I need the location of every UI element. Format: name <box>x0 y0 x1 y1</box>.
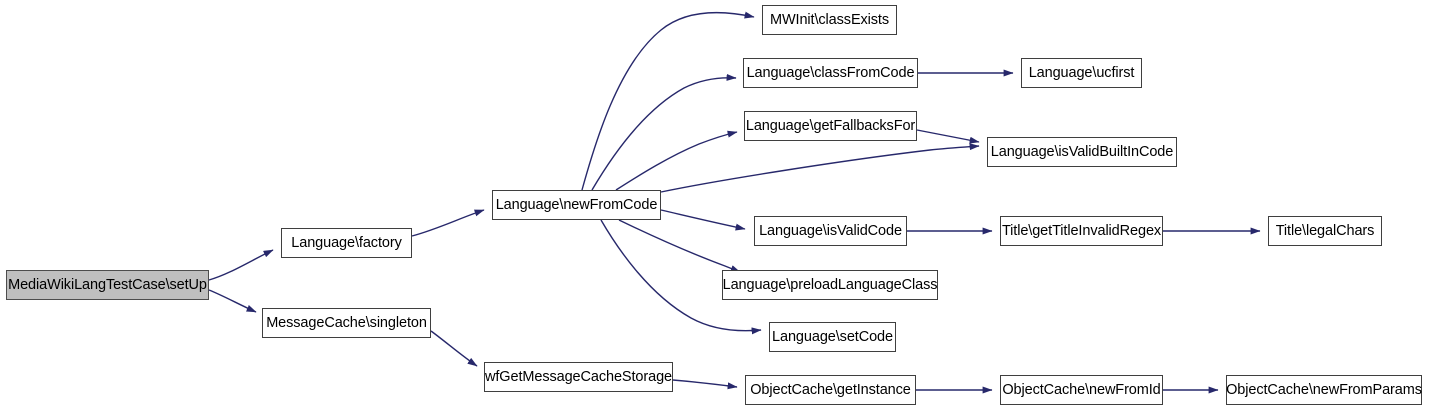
graph-node-setUp[interactable]: MediaWikiLangTestCase\setUp <box>6 270 209 300</box>
graph-node-label: Language\getFallbacksFor <box>745 117 916 134</box>
call-edge <box>581 11 755 191</box>
call-edge <box>615 130 738 191</box>
graph-node-label: Language\classFromCode <box>746 64 915 81</box>
graph-node-newFromId[interactable]: ObjectCache\newFromId <box>1000 375 1163 405</box>
call-edge <box>672 379 738 390</box>
graph-node-label: Language\setCode <box>772 328 893 345</box>
graph-node-label: Language\factory <box>291 234 402 251</box>
graph-node-factory[interactable]: Language\factory <box>281 228 412 258</box>
call-edge <box>916 129 980 144</box>
graph-node-setCode[interactable]: Language\setCode <box>769 322 896 352</box>
graph-node-label: wfGetMessageCacheStorage <box>485 368 673 385</box>
graph-node-wfGetMessageCacheStorage[interactable]: wfGetMessageCacheStorage <box>484 362 673 392</box>
graph-node-singleton[interactable]: MessageCache\singleton <box>262 308 431 338</box>
call-edge <box>660 143 980 193</box>
graph-node-newFromParams[interactable]: ObjectCache\newFromParams <box>1226 375 1422 405</box>
graph-node-getInstance[interactable]: ObjectCache\getInstance <box>745 375 916 405</box>
call-edge <box>660 209 746 231</box>
call-edge <box>430 330 478 367</box>
call-edge <box>208 289 257 313</box>
graph-node-label: Language\ucfirst <box>1028 64 1135 81</box>
graph-node-getFallbacksFor[interactable]: Language\getFallbacksFor <box>744 111 917 141</box>
graph-node-label: ObjectCache\newFromParams <box>1226 381 1422 398</box>
call-edge <box>618 219 741 273</box>
graph-node-label: Language\preloadLanguageClass <box>722 276 938 293</box>
graph-node-label: MediaWikiLangTestCase\setUp <box>8 276 207 293</box>
graph-node-isValidBuiltInCode[interactable]: Language\isValidBuiltInCode <box>987 137 1177 167</box>
graph-node-label: Language\newFromCode <box>495 196 658 213</box>
graph-node-label: ObjectCache\getInstance <box>750 381 911 398</box>
graph-node-classExists[interactable]: MWInit\classExists <box>762 5 897 35</box>
call-edge <box>208 249 274 281</box>
graph-node-isValidCode[interactable]: Language\isValidCode <box>754 216 907 246</box>
call-edge <box>411 209 485 237</box>
graph-node-label: Title\legalChars <box>1275 222 1375 239</box>
graph-node-preloadLanguageClass[interactable]: Language\preloadLanguageClass <box>722 270 938 300</box>
graph-node-label: Language\isValidBuiltInCode <box>990 143 1174 160</box>
graph-node-label: MessageCache\singleton <box>266 314 427 331</box>
graph-node-classFromCode[interactable]: Language\classFromCode <box>743 58 918 88</box>
call-edge <box>591 73 737 191</box>
graph-node-getTitleInvalidRegex[interactable]: Title\getTitleInvalidRegex <box>1000 216 1163 246</box>
graph-node-newFromCode[interactable]: Language\newFromCode <box>492 190 661 220</box>
graph-node-ucfirst[interactable]: Language\ucfirst <box>1021 58 1142 88</box>
graph-node-label: ObjectCache\newFromId <box>1002 381 1161 398</box>
graph-node-legalChars[interactable]: Title\legalChars <box>1268 216 1382 246</box>
graph-node-label: MWInit\classExists <box>769 11 890 28</box>
graph-node-label: Title\getTitleInvalidRegex <box>1001 222 1162 239</box>
graph-node-label: Language\isValidCode <box>759 222 902 239</box>
